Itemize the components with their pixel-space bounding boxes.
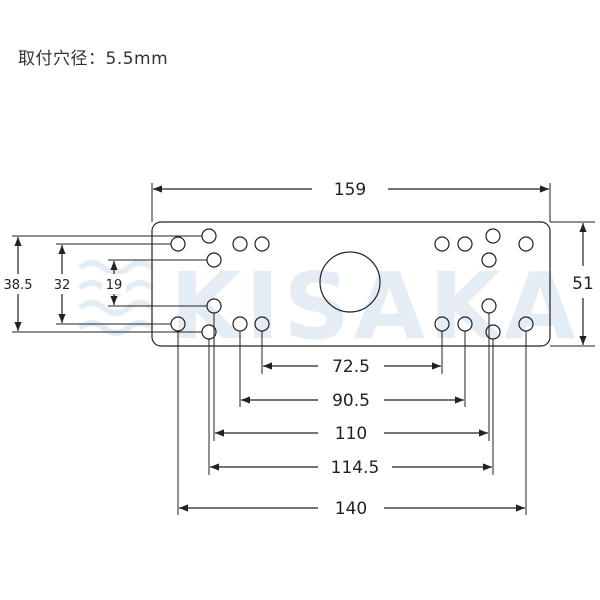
bracket-plate	[151, 221, 551, 347]
hole	[485, 228, 501, 244]
dim-overall-height: 51	[572, 274, 594, 294]
dimension-labels: 159 51 72.5 90.5 110 114.5 140 38.5 32 1…	[0, 180, 594, 519]
extension-lines	[12, 183, 595, 515]
hole	[201, 228, 217, 244]
dim-32: 32	[54, 278, 71, 293]
dim-90-5: 90.5	[332, 391, 370, 411]
center-hole	[319, 251, 381, 313]
mounting-hole-diameter-note: 取付穴径：5.5mm	[18, 49, 169, 69]
hole	[170, 236, 186, 252]
hole	[481, 252, 497, 268]
dim-overall-width: 159	[334, 180, 366, 200]
dim-19: 19	[106, 278, 123, 293]
dim-114-5: 114.5	[331, 458, 380, 478]
watermark-wave-icon	[78, 260, 154, 336]
hole	[518, 236, 534, 252]
dim-110: 110	[335, 424, 367, 444]
watermark-text: KISAKA	[170, 253, 579, 360]
dim-140: 140	[335, 499, 367, 519]
hole	[232, 236, 248, 252]
hole	[254, 236, 270, 252]
hole	[457, 236, 473, 252]
hole	[434, 236, 450, 252]
watermark: KISAKA	[78, 253, 579, 360]
dim-38-5: 38.5	[4, 278, 33, 293]
dim-72-5: 72.5	[332, 357, 370, 377]
